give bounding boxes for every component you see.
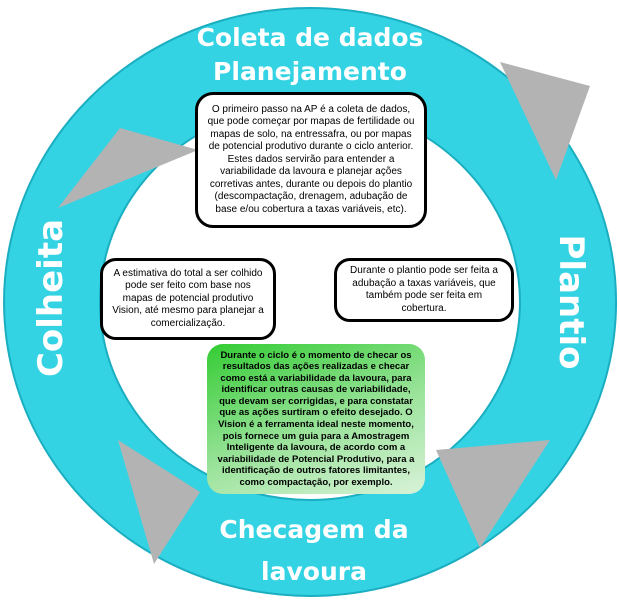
text-box-colheita-text: A estimativa do total a ser colhido pode… xyxy=(112,267,264,329)
arrow-top-right xyxy=(500,62,590,180)
text-box-colheita: A estimativa do total a ser colhido pode… xyxy=(100,258,276,340)
text-box-checagem-text: Durante o ciclo é o momento de checar os… xyxy=(217,349,415,488)
arrow-bottom-left xyxy=(118,440,200,564)
stage-label-right: Plantio xyxy=(551,235,591,370)
text-box-plantio-text: Durante o plantio pode ser feita a aduba… xyxy=(350,265,498,314)
arrow-top-left xyxy=(58,128,198,208)
arrow-bottom-right xyxy=(436,440,550,548)
stage-label-top-2: Planejamento xyxy=(213,57,407,86)
text-box-coleta: O primeiro passo na AP é a coleta de dad… xyxy=(195,92,427,228)
stage-label-bottom-1: Checagem da xyxy=(219,515,408,544)
text-box-checagem: Durante o ciclo é o momento de checar os… xyxy=(207,344,425,494)
stage-label-top-1: Coleta de dados xyxy=(197,23,424,52)
text-box-plantio: Durante o plantio pode ser feita a aduba… xyxy=(334,258,514,322)
stage-label-bottom-2: lavoura xyxy=(261,557,367,586)
text-box-coleta-text: O primeiro passo na AP é a coleta de dad… xyxy=(207,103,415,215)
stage-label-left: Colheita xyxy=(31,219,71,377)
